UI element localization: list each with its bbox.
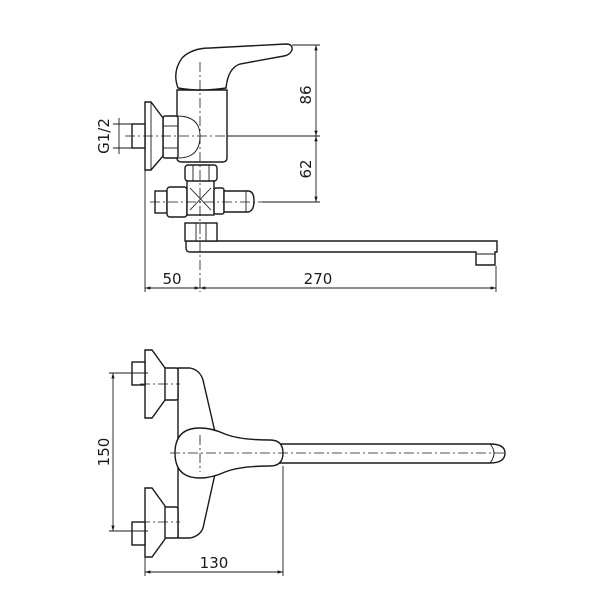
front-view: 150 130	[95, 349, 506, 576]
dim-62: 62	[297, 159, 315, 178]
dim-270: 270	[304, 270, 333, 288]
dim-86: 86	[297, 85, 315, 104]
handle-lever	[175, 43, 293, 91]
lower-nut	[184, 164, 218, 182]
dim-150: 150	[95, 438, 113, 467]
dim-50: 50	[162, 270, 181, 288]
dim-g1-2: G1/2	[95, 118, 113, 154]
mixer-body	[176, 89, 228, 163]
spout-front	[279, 443, 506, 464]
spout-connector	[184, 222, 218, 242]
dim-130: 130	[200, 554, 229, 572]
top-view: 86 62 G1/2 50 270	[95, 43, 498, 292]
spout	[185, 240, 498, 266]
cross-piece	[186, 179, 215, 216]
